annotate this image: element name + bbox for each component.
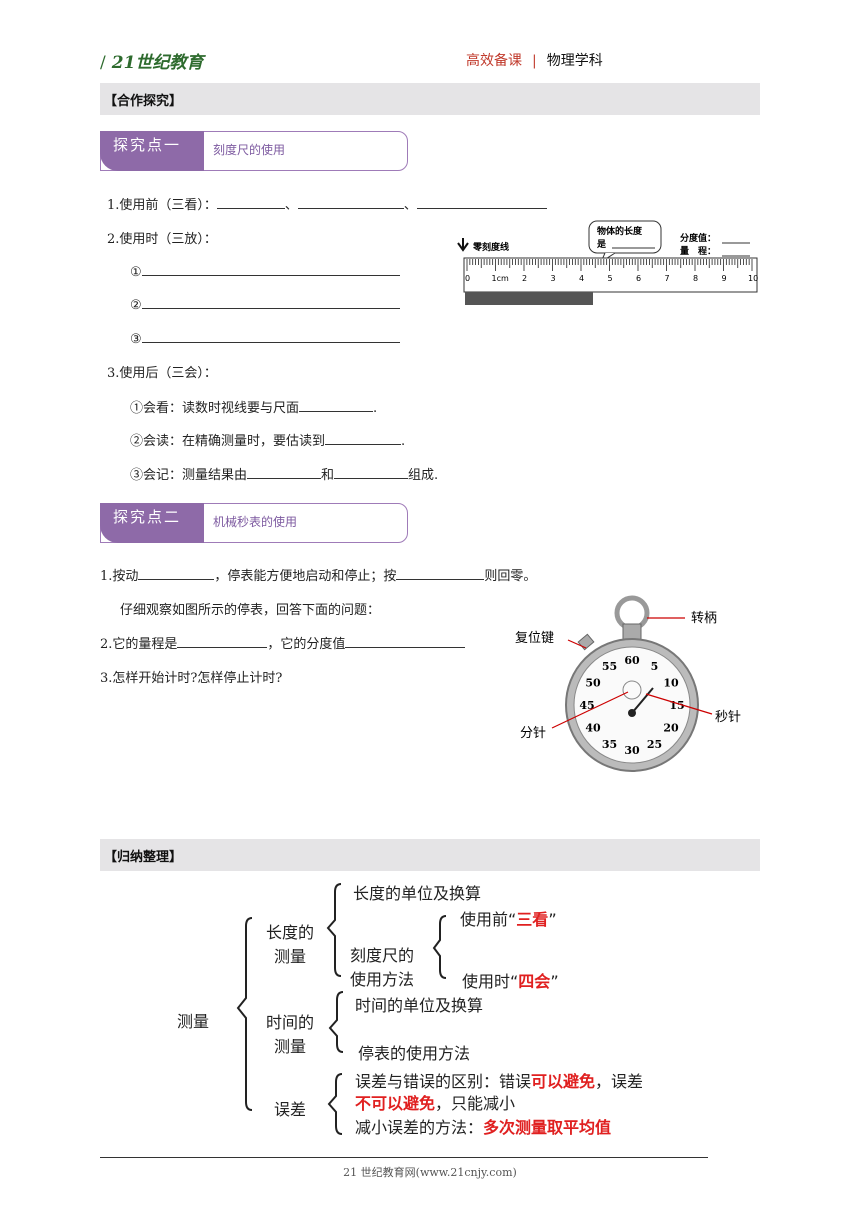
label-second-hand: 秒针 [715, 710, 741, 725]
dial-number: 30 [624, 744, 640, 757]
dial-number: 45 [579, 699, 594, 712]
dial-number: 55 [602, 660, 617, 673]
bubble-text-2: 是 [596, 239, 607, 250]
hui-ji: ③会记：测量结果由和组成. [130, 464, 438, 483]
ruler-tick-label: 9 [722, 274, 727, 283]
question-during-use: 2.使用时（三放）： [107, 232, 217, 247]
ruler-tick-label: 10 [748, 274, 758, 283]
stopwatch-q3: 3.怎样开始计时?怎样停止计时? [100, 671, 283, 686]
mm-length: 长度的测量 [265, 923, 314, 966]
label-minute-hand: 分针 [520, 726, 546, 741]
minute-subdial [622, 680, 642, 700]
dial-number: 10 [663, 677, 679, 690]
measured-object [465, 292, 593, 305]
crown-stem [622, 623, 642, 641]
mm-error-unavoidable: 不可以避免，只能减小 [355, 1094, 516, 1113]
dial-number: 40 [585, 722, 601, 735]
blank-line-1: ① [130, 262, 400, 280]
mindmap-brackets [236, 883, 447, 1135]
ruler-tick-label: 0 [465, 274, 470, 283]
hui-du: ②会读：在精确测量时，要估读到. [130, 430, 405, 449]
mm-root: 测量 [177, 1012, 210, 1031]
stopwatch-q2: 2.它的量程是，它的分度值 [100, 633, 466, 652]
blank-line-2: ② [130, 295, 400, 313]
ruler-tick-label: 8 [693, 274, 698, 283]
section-header-summary: 【归纳整理】 [100, 839, 760, 871]
header-subject: 高效备课|物理学科 [466, 53, 603, 69]
ruler-tick-label: 1cm [492, 274, 509, 283]
mm-length-unit: 长度的单位及换算 [353, 884, 482, 903]
bubble-text-1: 物体的长度 [597, 225, 643, 237]
label-crown: 转柄 [691, 611, 717, 626]
watch-dial [573, 646, 691, 764]
footer-text: 21 世纪教育网(www.21cnjy.com) [343, 1166, 517, 1179]
explore-point-2: 探究点二 机械秒表的使用 [100, 503, 408, 543]
blank-line-3: ③ [130, 329, 400, 347]
dial-number: 5 [651, 660, 659, 673]
ruler-tick-label: 3 [551, 274, 556, 283]
question-before-use: 1.使用前（三看）：、、 [107, 194, 547, 213]
logo: /21世纪教育 [100, 53, 204, 73]
stopwatch-q1: 1.按动，停表能方便地启动和停止；按则回零。 [100, 565, 536, 584]
division-label: 分度值： [680, 232, 716, 244]
zero-line-label: 零刻度线 [472, 241, 509, 253]
mm-ruler-method: 刻度尺的使用方法 [350, 946, 415, 989]
ruler-tick-label: 2 [522, 274, 527, 283]
ruler-figure: 零刻度线 物体的长度 是 分度值： 量 程： 0 1cm 2 3 4 5 6 7 8 9 10 [457, 220, 758, 305]
mm-error: 误差 [274, 1100, 307, 1119]
stopwatch-intro: 仔细观察如图所示的停表，回答下面的问题： [120, 603, 381, 618]
mm-stopwatch-method: 停表的使用方法 [358, 1044, 471, 1063]
mm-before-use: 使用前“三看” [460, 910, 557, 929]
dial-number: 25 [647, 738, 662, 751]
range-label: 量 程： [680, 245, 716, 257]
ruler-tick-label: 6 [636, 274, 641, 283]
length-bubble [588, 220, 662, 254]
footer-divider [100, 1157, 708, 1158]
explore-point-1: 探究点一 刻度尺的使用 [100, 131, 408, 171]
dial-number: 35 [602, 738, 617, 751]
ruler-tick-label: 7 [665, 274, 670, 283]
mm-error-vs-mistake: 误差与错误的区别：错误可以避免，误差 [355, 1072, 644, 1091]
ruler-tick-label: 5 [608, 274, 613, 283]
ruler-ticks: 0 1cm 2 3 4 5 6 7 8 9 10 [465, 259, 758, 283]
second-hand [631, 687, 654, 714]
question-after-use: 3.使用后（三会）： [107, 366, 217, 381]
hui-kan: ①会看：读数时视线要与尺面. [130, 397, 377, 416]
mm-time: 时间的测量 [265, 1013, 314, 1056]
dial-number: 20 [663, 722, 679, 735]
section-header-explore: 【合作探究】 [100, 83, 760, 115]
mm-time-unit: 时间的单位及换算 [355, 996, 484, 1015]
mm-reduce-error: 减小误差的方法：多次测量取平均值 [355, 1118, 612, 1137]
mm-during-use: 使用时“四会” [462, 972, 559, 991]
dial-number: 60 [624, 654, 640, 667]
dial-number: 50 [585, 677, 601, 690]
ruler-tick-label: 4 [579, 274, 584, 283]
label-reset: 复位键 [515, 631, 554, 646]
down-arrow-icon [457, 238, 469, 252]
